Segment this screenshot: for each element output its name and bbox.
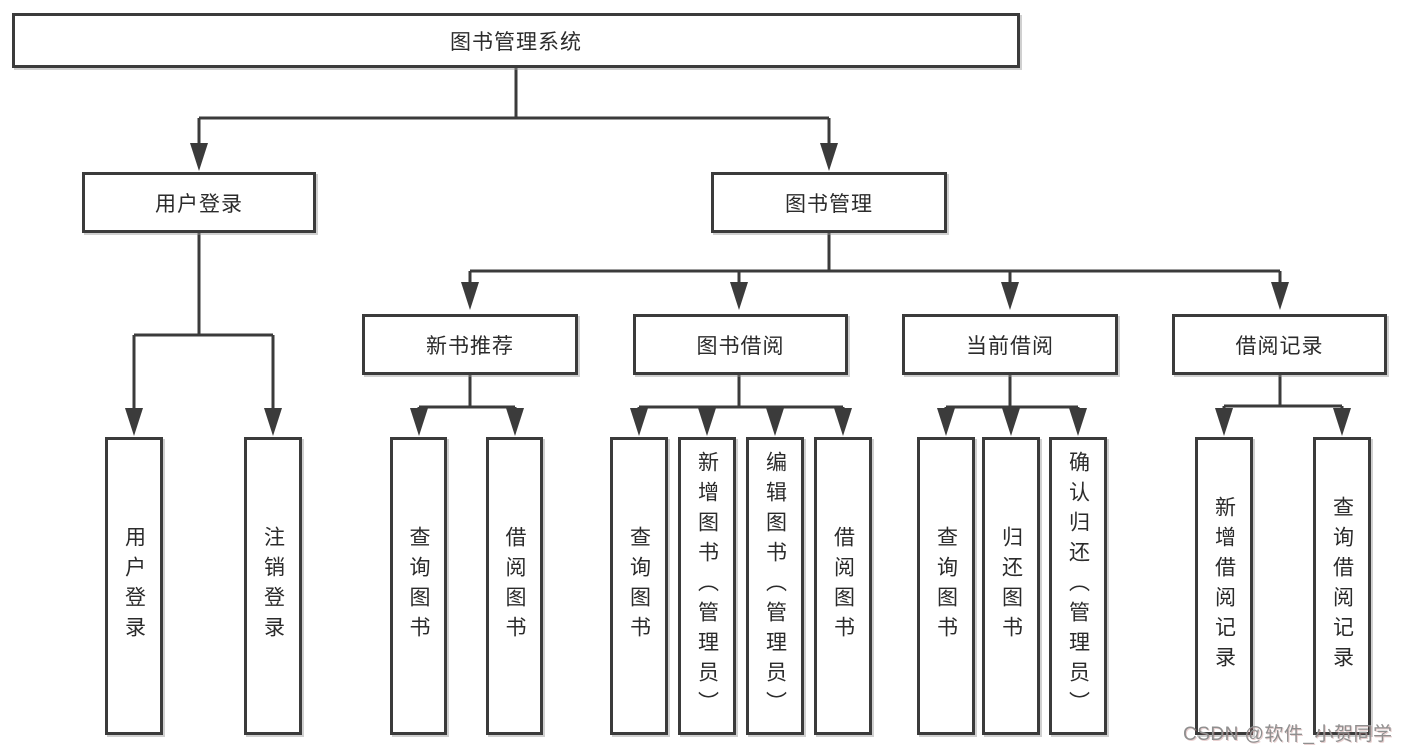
leaf-query-books-borrow: 查询图书 bbox=[610, 437, 668, 735]
leaf-query-books-current: 查询图书 bbox=[917, 437, 975, 735]
leaf-add-books-admin: 新增图书（管理员） bbox=[678, 437, 736, 735]
leaf-logout-login: 注销登录 bbox=[244, 437, 302, 735]
leaf-user-login: 用户登录 bbox=[105, 437, 163, 735]
node-book-borrowing: 图书借阅 bbox=[633, 314, 848, 375]
node-library-management-system: 图书管理系统 bbox=[12, 13, 1020, 68]
node-current-borrowing: 当前借阅 bbox=[902, 314, 1118, 375]
leaf-edit-books-admin: 编辑图书（管理员） bbox=[746, 437, 804, 735]
leaf-add-borrow-record: 新增借阅记录 bbox=[1195, 437, 1253, 735]
leaf-query-borrow-record: 查询借阅记录 bbox=[1313, 437, 1371, 735]
leaf-return-books: 归还图书 bbox=[982, 437, 1040, 735]
leaf-borrow-books: 借阅图书 bbox=[814, 437, 872, 735]
node-new-book-recommend: 新书推荐 bbox=[362, 314, 578, 375]
node-borrowing-records: 借阅记录 bbox=[1172, 314, 1387, 375]
leaf-borrow-books-recommend: 借阅图书 bbox=[486, 437, 543, 735]
leaf-query-books-recommend: 查询图书 bbox=[390, 437, 447, 735]
csdn-watermark: CSDN @软件_小贺同学 bbox=[1183, 724, 1393, 745]
arrowheads bbox=[125, 143, 1351, 436]
leaf-confirm-return-admin: 确认归还（管理员） bbox=[1049, 437, 1107, 735]
node-book-management: 图书管理 bbox=[711, 172, 947, 233]
node-user-login: 用户登录 bbox=[82, 172, 316, 233]
